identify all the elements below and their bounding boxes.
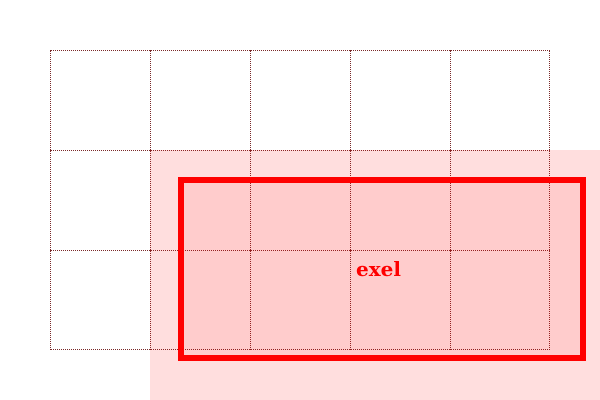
grid-cell — [50, 150, 150, 250]
selection-box[interactable] — [178, 177, 586, 361]
selection-label: exel — [356, 257, 401, 281]
grid-cell — [450, 250, 550, 350]
grid-cell — [350, 50, 450, 150]
grid-cell — [50, 50, 150, 150]
grid-cell — [450, 50, 550, 150]
grid — [50, 50, 550, 350]
grid-cell — [250, 50, 350, 150]
grid-cell — [50, 250, 150, 350]
grid-cell — [450, 150, 550, 250]
grid-cell — [350, 150, 450, 250]
grid-cell — [150, 50, 250, 150]
grid-cell — [250, 150, 350, 250]
grid-cell — [250, 250, 350, 350]
grid-cell — [150, 250, 250, 350]
grid-cell — [150, 150, 250, 250]
grid-cell — [350, 250, 450, 350]
